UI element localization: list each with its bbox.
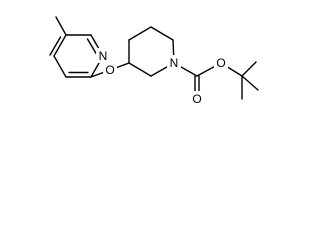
structure-canvas: N O N O O bbox=[49, 16, 259, 106]
bond-ring-c5-c4 bbox=[53, 34, 67, 57]
piperidine-nitrogen-label: N bbox=[170, 56, 179, 70]
ester-oxygen-label: O bbox=[216, 56, 225, 70]
pyridine-nitrogen-label: N bbox=[99, 49, 108, 63]
structural-formula: N O N O O bbox=[49, 16, 259, 106]
atom-labels: N O N O O bbox=[96, 48, 228, 106]
bond-ring-c4-c4-inner bbox=[49, 36, 62, 56]
ether-oxygen-label: O bbox=[105, 63, 114, 77]
bond-quat-c-methyl-1 bbox=[241, 61, 257, 77]
bond-quat-c-methyl-2 bbox=[241, 75, 259, 91]
bond-ring-n-c6-inner bbox=[86, 38, 98, 56]
bond-pip-c5-c6 bbox=[150, 26, 174, 41]
bond-methyl bbox=[55, 16, 67, 36]
bond-ring-c4-c3 bbox=[53, 55, 67, 78]
bond-pip-c2-c3 bbox=[128, 62, 152, 77]
bond-pip-c4-c5 bbox=[128, 26, 152, 41]
carbonyl-oxygen-label: O bbox=[192, 92, 201, 106]
